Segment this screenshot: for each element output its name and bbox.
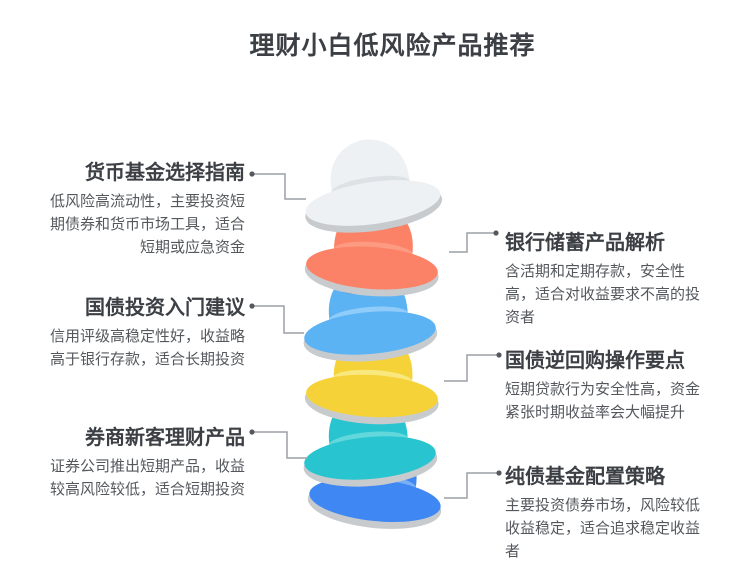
note-desc: 证券公司推出短期产品，收益较高风险较低，适合短期投资 xyxy=(49,458,245,498)
white-fedora-hat-icon xyxy=(305,139,443,233)
note-title: 纯债基金配置策略 xyxy=(505,466,665,488)
note-desc: 短期贷款行为安全性高，资金紧张时期收益率会大幅提升 xyxy=(505,381,701,421)
page-title: 理财小白低风险产品推荐 xyxy=(249,32,536,60)
note-pure-bond-fund-strategy: 纯债基金配置策略 主要投资债券市场，风险较低收益稳定，适合追求稳定收益者 xyxy=(505,460,705,563)
connector-dot xyxy=(493,230,499,236)
connector-dot xyxy=(249,303,255,309)
note-title: 银行储蓄产品解析 xyxy=(505,232,665,254)
connector-dot xyxy=(496,352,502,358)
connector-dot xyxy=(249,171,255,177)
note-title: 国债逆回购操作要点 xyxy=(505,350,685,372)
note-desc: 信用评级高稳定性好，收益略高于银行存款，适合长期投资 xyxy=(49,328,245,368)
note-broker-new-customer-product: 券商新客理财产品 证券公司推出短期产品，收益较高风险较低，适合短期投资 xyxy=(45,421,245,501)
connector-dot xyxy=(249,429,255,435)
note-reverse-repo-points: 国债逆回购操作要点 短期贷款行为安全性高，资金紧张时期收益率会大幅提升 xyxy=(505,344,705,424)
note-desc: 含活期和定期存款，安全性高，适合对收益要求不高的投资者 xyxy=(505,263,701,326)
note-desc: 主要投资债券市场，风险较低收益稳定，适合追求稳定收益者 xyxy=(505,497,701,560)
hats-stack-illustration xyxy=(303,139,443,529)
note-title: 货币基金选择指南 xyxy=(85,162,245,184)
note-bank-savings-analysis: 银行储蓄产品解析 含活期和定期存款，安全性高，适合对收益要求不高的投资者 xyxy=(505,226,705,329)
note-treasury-bond-advice: 国债投资入门建议 信用评级高稳定性好，收益略高于银行存款，适合长期投资 xyxy=(45,291,245,371)
note-money-fund-guide: 货币基金选择指南 低风险高流动性，主要投资短期债券和货币市场工具，适合短期或应急… xyxy=(45,156,245,259)
note-title: 券商新客理财产品 xyxy=(85,427,245,449)
connector-dot xyxy=(496,470,502,476)
note-title: 国债投资入门建议 xyxy=(85,297,245,319)
note-desc: 低风险高流动性，主要投资短期债券和货币市场工具，适合短期或应急资金 xyxy=(49,193,245,256)
